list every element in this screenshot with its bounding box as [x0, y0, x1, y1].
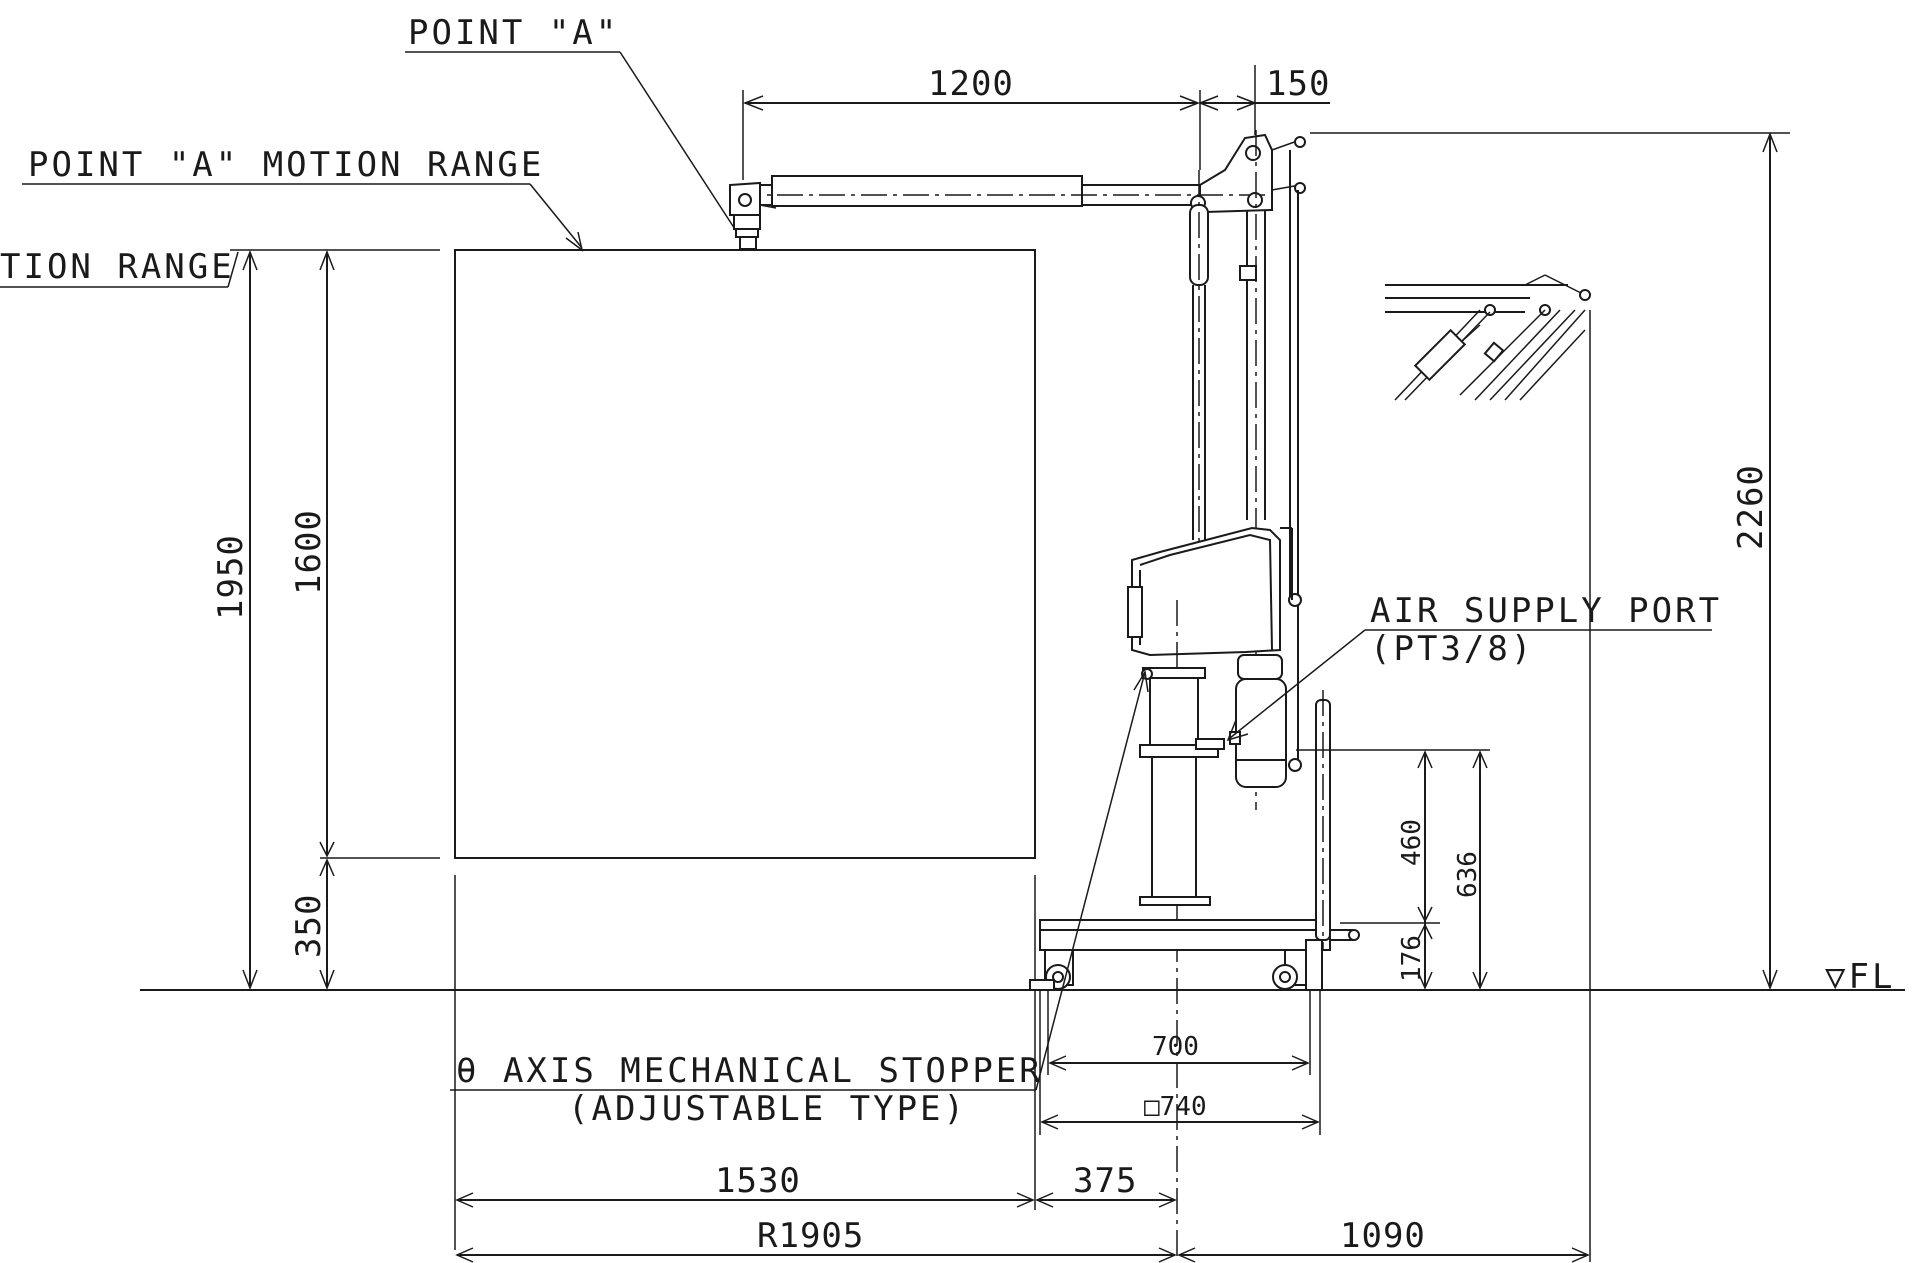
dim-1200: 1200	[928, 64, 1014, 104]
arrow	[1048, 1055, 1067, 1071]
arrow	[319, 969, 335, 991]
theta-stopper-type-label: (ADJUSTABLE TYPE)	[568, 1089, 967, 1129]
pedestal	[1139, 667, 1225, 906]
arrow	[1158, 1247, 1177, 1263]
arrow	[1177, 1247, 1196, 1263]
arrow	[1035, 1192, 1054, 1208]
arrow	[1158, 1192, 1177, 1208]
dim-150: 150	[1266, 64, 1330, 104]
column-housing	[1127, 526, 1293, 657]
arrow	[242, 969, 258, 991]
arrow	[1472, 750, 1488, 769]
leader-line	[227, 251, 239, 288]
arrow	[1133, 669, 1149, 693]
side-handle	[1315, 690, 1360, 950]
arrow	[1762, 969, 1778, 991]
theta-stopper-label: θ AXIS MECHANICAL STOPPER	[456, 1051, 1043, 1091]
air-supply-port-label: AIR SUPPLY PORT	[1370, 591, 1722, 631]
arrow	[565, 231, 584, 252]
dim-r1905: R1905	[757, 1216, 864, 1256]
air-supply-spec-label: (PT3/8)	[1370, 629, 1534, 669]
dim-375: 375	[1073, 1161, 1137, 1201]
arrow	[319, 841, 335, 858]
arrow	[1226, 719, 1249, 742]
dim-1600: 1600	[289, 509, 329, 595]
arrow	[1472, 971, 1488, 990]
motion-range-label-cut: TION RANGE	[0, 247, 235, 287]
dim-1530: 1530	[715, 1161, 801, 1201]
point-a-end-effector	[729, 181, 777, 250]
arrow	[1417, 971, 1433, 990]
arrow	[455, 1192, 474, 1208]
leader-line	[619, 51, 743, 241]
arrow	[1236, 95, 1258, 111]
arrow	[1417, 750, 1433, 769]
arrow	[455, 1247, 474, 1263]
arrow	[1197, 95, 1219, 111]
dim-1090: 1090	[1340, 1216, 1426, 1256]
leader-line	[1229, 629, 1366, 739]
folded-arm-phantom	[1385, 274, 1591, 401]
arrow	[1040, 1114, 1059, 1130]
arrow	[242, 249, 258, 271]
arrow	[1301, 1114, 1320, 1130]
base-frame	[1029, 919, 1331, 991]
arrow	[1417, 906, 1433, 923]
dim-740: □740	[1144, 1092, 1207, 1122]
arrow	[319, 249, 335, 271]
leader-line	[529, 183, 583, 249]
dim-700: 700	[1152, 1032, 1199, 1062]
vertical-column	[1189, 130, 1302, 810]
dim-636: 636	[1453, 851, 1483, 898]
air-cylinder	[1229, 654, 1302, 788]
floor-level-label: ▽FL	[1825, 957, 1895, 997]
arrow	[1417, 923, 1433, 940]
arrow	[319, 858, 335, 877]
dim-350: 350	[289, 894, 329, 958]
arrow	[1762, 131, 1778, 153]
arrow	[1291, 1055, 1310, 1071]
point-a-motion-range-label: POINT "A" MOTION RANGE	[28, 145, 544, 185]
arrow	[742, 95, 764, 111]
leader-line	[1035, 671, 1146, 1091]
arrow	[1571, 1247, 1590, 1263]
dim-460: 460	[1397, 819, 1427, 866]
arrow	[1016, 1192, 1035, 1208]
horizontal-arm	[735, 133, 1306, 213]
dim-176: 176	[1397, 935, 1427, 982]
dim-2260: 2260	[1731, 464, 1771, 550]
point-a-label: POINT "A"	[408, 13, 619, 53]
motion-range-box	[454, 249, 1036, 859]
dim-1950: 1950	[211, 534, 251, 620]
